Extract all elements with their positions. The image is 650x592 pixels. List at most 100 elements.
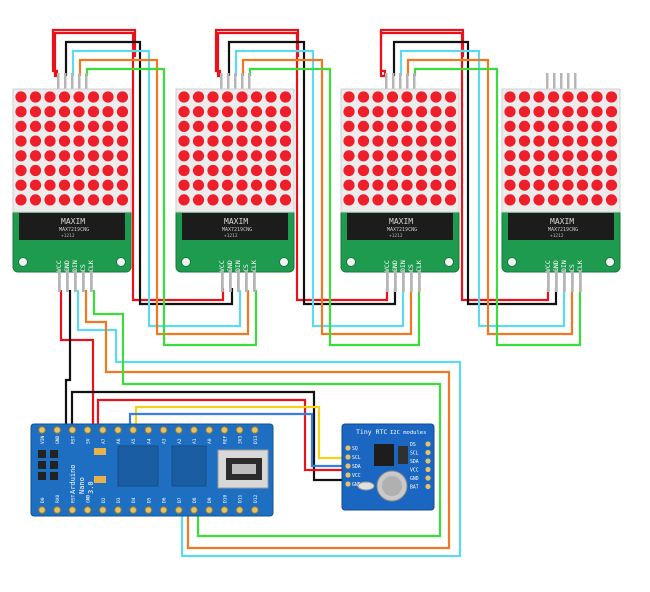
- led-dot: [102, 91, 114, 103]
- led-dot: [29, 106, 42, 118]
- header-pin: [555, 270, 558, 292]
- chip-code: +1212: [224, 233, 238, 239]
- led-dot: [58, 164, 71, 177]
- rtc-right-pin: [425, 458, 431, 464]
- led-dot: [562, 179, 574, 191]
- led-dot: [430, 91, 442, 103]
- crystal-oscillator: [357, 481, 375, 491]
- mount-hole: [444, 257, 454, 267]
- led-dot: [15, 135, 27, 147]
- led-dot: [15, 150, 27, 162]
- crystal: [94, 476, 106, 483]
- pin-label-gnd: GND: [391, 260, 399, 272]
- led-dot: [116, 135, 129, 147]
- led-dot: [343, 106, 355, 118]
- wire-vcc: [96, 398, 348, 472]
- led-dot: [279, 164, 292, 177]
- led-dot: [29, 135, 42, 147]
- led-dot: [221, 135, 234, 147]
- led-dot: [87, 106, 100, 118]
- led-dot: [207, 106, 219, 118]
- led-dot: [265, 135, 277, 147]
- led-dot: [207, 120, 219, 132]
- rtc-right-pin-label: DS: [410, 442, 416, 448]
- arduino-bottom-pin-label: D12: [253, 494, 259, 503]
- max7219-chip: [508, 213, 614, 240]
- led-dot: [386, 135, 399, 147]
- led-dot: [605, 194, 618, 206]
- led-dot: [533, 135, 545, 147]
- arduino-pin: [205, 506, 213, 514]
- mount-hole: [605, 257, 615, 267]
- led-dot: [116, 91, 129, 103]
- led-dot: [207, 164, 219, 177]
- led-dot: [102, 150, 114, 162]
- led-dot: [116, 120, 129, 132]
- led-dot: [430, 135, 442, 147]
- led-dot: [533, 150, 545, 162]
- led-dot: [192, 120, 205, 132]
- wire-sda: [128, 412, 348, 468]
- led-dot: [401, 120, 413, 132]
- wire-clk: [413, 67, 582, 347]
- led-dot: [504, 135, 516, 147]
- led-dot: [279, 194, 292, 206]
- pin-label-gnd: GND: [63, 260, 71, 272]
- arduino-pin: [220, 426, 229, 434]
- led-dot: [504, 150, 516, 162]
- led-dot: [562, 91, 574, 103]
- arduino-nano: VIND0GNDRX0RSTRST5VGNDA7D2A6D3A5D4A4D5A3…: [30, 423, 274, 517]
- arduino-bottom-pin-label: D7: [177, 497, 183, 503]
- arduino-pin: [99, 506, 107, 514]
- led-dot: [605, 120, 618, 132]
- led-dot: [533, 120, 545, 132]
- header-pin: [64, 73, 67, 90]
- led-matrix: [501, 88, 621, 213]
- rtc-right-pin: [425, 475, 431, 481]
- wire-din: [76, 290, 462, 558]
- led-dot: [401, 106, 413, 118]
- wire-din: [71, 49, 242, 328]
- led-dot: [576, 179, 589, 191]
- header-pin: [234, 73, 237, 90]
- led-dot: [87, 194, 100, 206]
- rtc-left-pin-label: VCC: [352, 473, 361, 479]
- wire-vcc: [59, 290, 95, 428]
- led-dot: [576, 150, 589, 162]
- led-dot: [221, 179, 234, 191]
- led-dot: [372, 106, 384, 118]
- led-dot: [15, 164, 27, 177]
- led-dot: [265, 106, 277, 118]
- led-dot: [87, 164, 100, 177]
- header-pin: [546, 73, 549, 90]
- led-dot: [401, 135, 413, 147]
- led-dot: [15, 120, 27, 132]
- led-dot: [444, 150, 457, 162]
- led-dot: [44, 135, 56, 147]
- led-dot: [250, 135, 263, 147]
- arduino-pin: [190, 506, 198, 514]
- led-dot: [357, 150, 370, 162]
- rtc-right-pin: [425, 441, 431, 447]
- arduino-top-pin-label: GND: [55, 435, 61, 444]
- led-dot: [343, 164, 355, 177]
- led-dot: [221, 106, 234, 118]
- rtc-right-pin-label: SCL: [410, 451, 419, 457]
- led-matrix: [12, 88, 132, 213]
- led-dot: [58, 194, 71, 206]
- led-dot: [87, 135, 100, 147]
- led-dot: [29, 150, 42, 162]
- led-dot: [221, 164, 234, 177]
- arduino-pin: [38, 506, 46, 514]
- led-dot: [279, 106, 292, 118]
- wire-clk: [248, 67, 421, 347]
- led-dot: [265, 164, 277, 177]
- pin-label-clk: CLK: [87, 260, 95, 272]
- arduino-board-text: Nano: [78, 477, 86, 494]
- led-dot: [102, 194, 114, 206]
- led-dot: [279, 91, 292, 103]
- rtc-right-pin-label: GND: [410, 476, 419, 482]
- led-dot: [221, 91, 234, 103]
- rtc-right-pin: [425, 449, 431, 456]
